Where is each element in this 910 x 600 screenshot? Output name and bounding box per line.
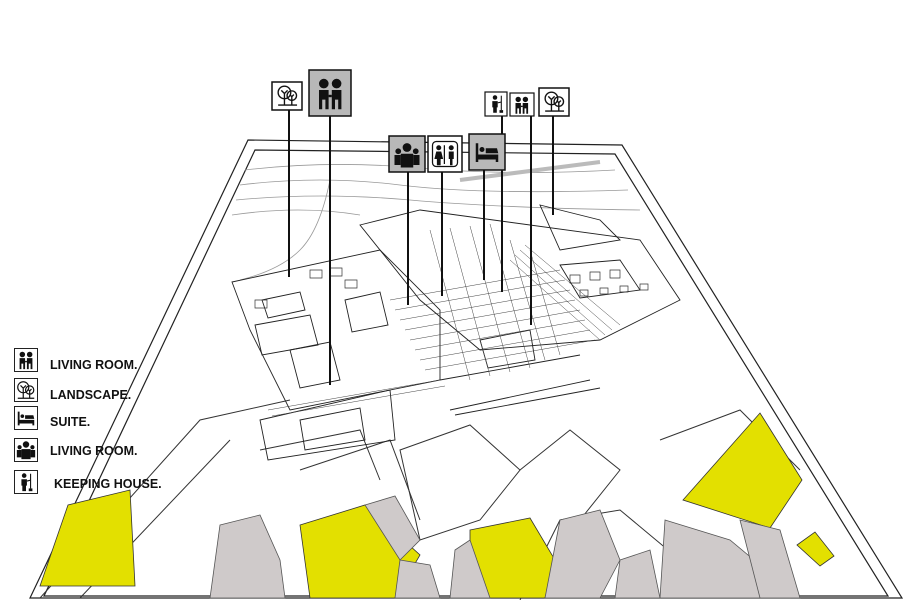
legend-label: LIVING ROOM. xyxy=(50,358,138,372)
marker-pins xyxy=(288,110,554,385)
legend-label: LIVING ROOM. xyxy=(50,444,138,458)
parking-grid xyxy=(254,267,649,309)
marker-trees-1 xyxy=(271,81,303,111)
legend-label: KEEPING HOUSE. xyxy=(54,477,162,491)
legend-label: SUITE. xyxy=(50,415,91,429)
marker-group xyxy=(388,135,426,173)
terrain-contours xyxy=(231,160,641,281)
trees-icon xyxy=(14,378,38,402)
marker-meeting-people-2 xyxy=(509,92,535,117)
marker-meeting-people-1 xyxy=(308,69,352,117)
marker-trees-2 xyxy=(538,87,570,117)
marker-housekeeper xyxy=(484,91,508,117)
meeting-people-icon xyxy=(14,348,38,372)
group-icon xyxy=(14,438,38,462)
existing-buildings xyxy=(209,495,801,599)
marker-restroom xyxy=(427,135,463,173)
project-floor-plan xyxy=(231,204,681,461)
housekeeper-icon xyxy=(14,470,38,494)
marker-bed xyxy=(468,133,506,171)
legend-label: LANDSCAPE. xyxy=(50,388,132,402)
bed-icon xyxy=(14,406,38,430)
plan-hatching xyxy=(267,223,621,417)
